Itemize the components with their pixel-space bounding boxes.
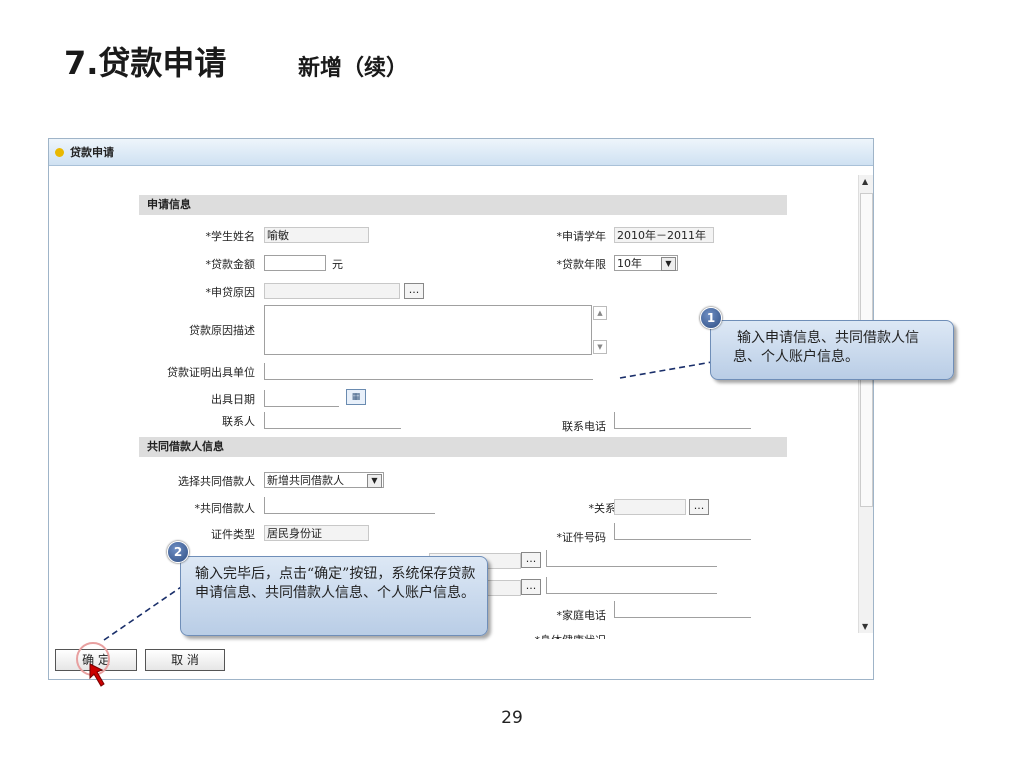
contact-phone-label: 联系电话	[562, 420, 606, 433]
id-type-label: 证件类型	[211, 528, 255, 541]
textarea-scroll-up-icon[interactable]: ▲	[593, 306, 607, 320]
slide-title: 7.贷款申请	[64, 44, 227, 82]
contact-input[interactable]	[264, 412, 401, 429]
student-name-field[interactable]: 喻敏	[264, 227, 369, 243]
window-dot-icon	[55, 147, 64, 157]
relation-label: *关系	[588, 502, 617, 515]
home-phone-input[interactable]	[614, 601, 751, 618]
account-input-2[interactable]	[546, 577, 717, 594]
loan-amount-unit: 元	[332, 258, 343, 271]
loan-amount-input[interactable]	[264, 255, 326, 271]
contact-phone-input[interactable]	[614, 412, 751, 429]
select-coborrower-select[interactable]: 新增共同借款人	[264, 472, 384, 488]
scroll-down-icon[interactable]: ▼	[862, 622, 869, 631]
textarea-scroll-down-icon[interactable]: ▼	[593, 340, 607, 354]
loan-reason-label: *申贷原因	[205, 286, 256, 299]
callout-1: 输入申请信息、共同借款人信息、个人账户信息。	[710, 320, 954, 380]
reason-desc-label: 贷款原因描述	[189, 324, 255, 337]
account-input-1[interactable]	[546, 550, 717, 567]
select-coborrower-label: 选择共同借款人	[178, 475, 255, 488]
calendar-icon[interactable]: ▦	[346, 389, 366, 405]
issue-date-input[interactable]	[264, 390, 339, 407]
coborrower-input[interactable]	[264, 497, 435, 514]
section-coborrower-info: 共同借款人信息	[139, 437, 787, 457]
cancel-button[interactable]: 取 消	[145, 649, 225, 671]
loan-amount-label: *贷款金额	[205, 258, 256, 271]
contact-label: 联系人	[222, 415, 255, 428]
apply-year-field[interactable]: 2010年－2011年	[614, 227, 714, 243]
home-phone-label: *家庭电话	[556, 609, 607, 622]
loan-term-select[interactable]: 10年	[614, 255, 678, 271]
callout-2: 输入完毕后，点击“确定”按钮，系统保存贷款申请信息、共同借款人信息、个人账户信息…	[180, 556, 488, 636]
reason-desc-textarea[interactable]: ▲ ▼	[264, 305, 607, 355]
id-number-input[interactable]	[614, 523, 751, 540]
cert-issuer-label: 贷款证明出具单位	[167, 366, 255, 379]
window-title-bar: 贷款申请	[49, 139, 873, 166]
page-number: 29	[501, 708, 523, 728]
apply-year-label: *申请学年	[556, 230, 607, 243]
coborrower-label: *共同借款人	[194, 502, 256, 515]
callout-1-badge: 1	[700, 307, 722, 329]
loan-term-label: *贷款年限	[556, 258, 607, 271]
slide-subtitle: 新增（续）	[298, 56, 409, 81]
id-number-label: *证件号码	[556, 531, 607, 544]
callout-2-badge: 2	[167, 541, 189, 563]
section-apply-info: 申请信息	[139, 195, 787, 215]
textarea-scrollbar[interactable]: ▲ ▼	[593, 306, 607, 354]
account-picker-button-1[interactable]: ...	[521, 552, 541, 568]
scroll-up-icon[interactable]: ▲	[862, 177, 869, 186]
relation-field[interactable]	[614, 499, 686, 515]
loan-reason-field[interactable]	[264, 283, 400, 299]
account-picker-button-2[interactable]: ...	[521, 579, 541, 595]
cursor-arrow-icon	[89, 663, 105, 687]
window-title: 贷款申请	[70, 146, 114, 159]
relation-picker-button[interactable]: ...	[689, 499, 709, 515]
loan-reason-picker-button[interactable]: ...	[404, 283, 424, 299]
id-type-field[interactable]: 居民身份证	[264, 525, 369, 541]
loan-application-window: 贷款申请 ▲ ▼ 申请信息 *学生姓名 喻敏 *申请学年 2010年－2011年…	[48, 138, 874, 680]
student-name-label: *学生姓名	[205, 230, 256, 243]
cert-issuer-input[interactable]	[264, 363, 593, 380]
health-label: *身体健康状况	[489, 632, 607, 639]
issue-date-label: 出具日期	[211, 393, 255, 406]
